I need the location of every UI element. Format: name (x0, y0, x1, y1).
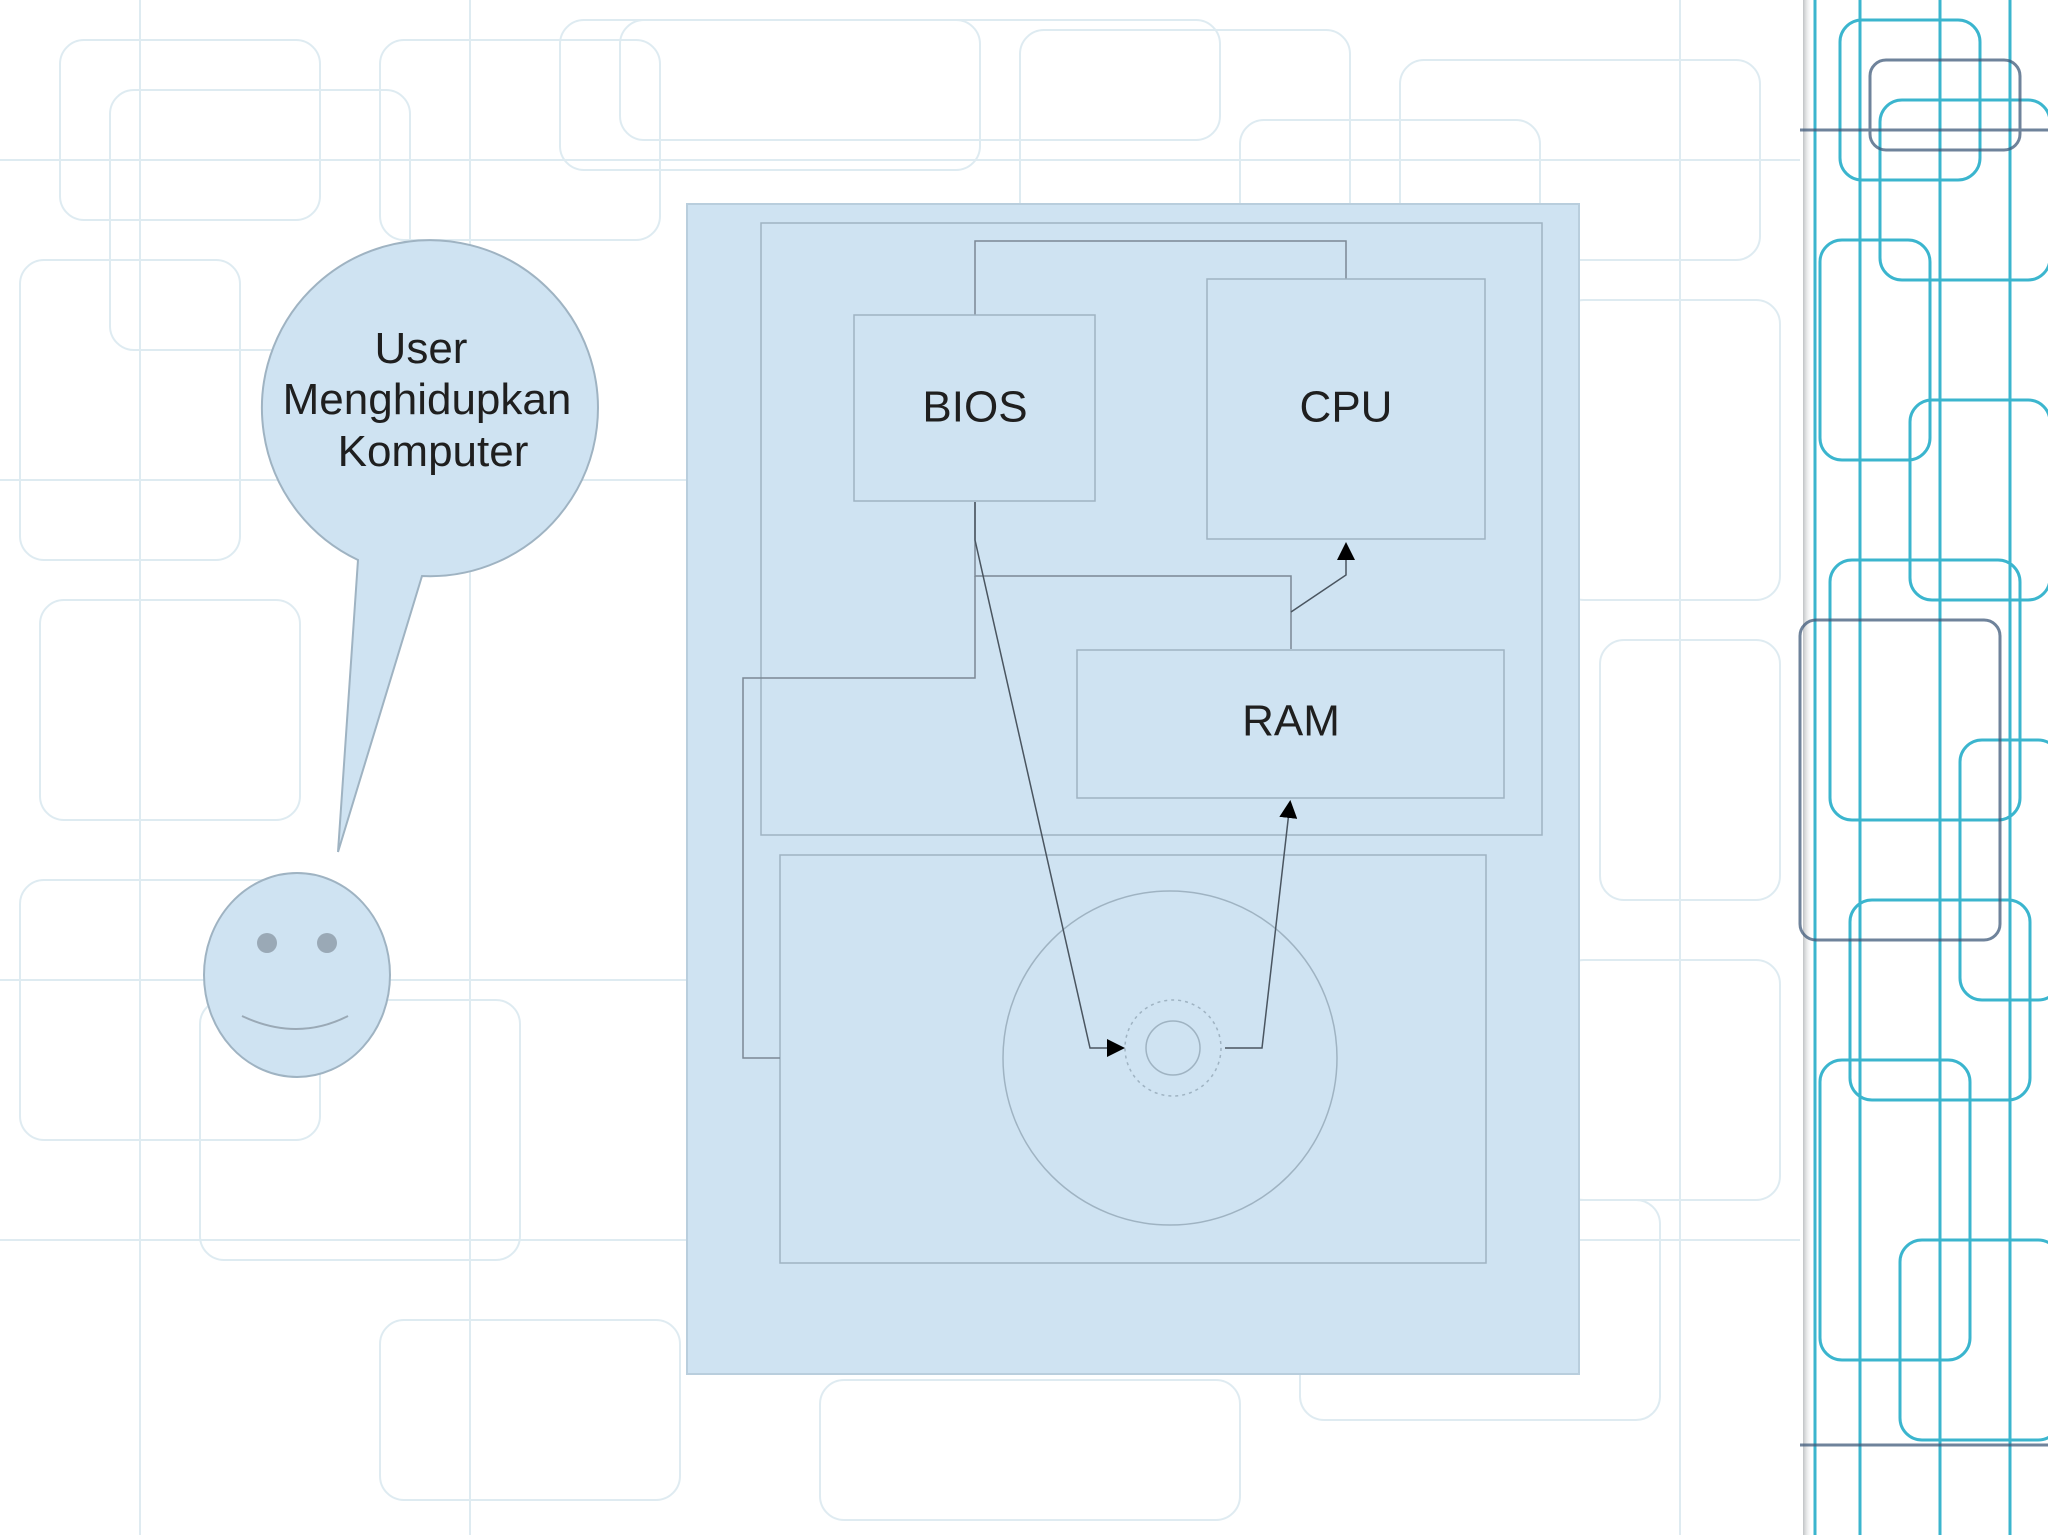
bios-label: BIOS (922, 383, 1027, 432)
motherboard-region (760, 222, 1543, 836)
ram-label: RAM (1242, 697, 1340, 746)
storage-drive-region (779, 854, 1487, 1264)
speech-bubble-line-2: Menghidupkan (283, 375, 572, 424)
cpu-label: CPU (1300, 383, 1393, 432)
bios-node: BIOS (853, 314, 1096, 502)
speech-bubble: User Menghidupkan Komputer (261, 239, 599, 853)
user-smiley-icon (203, 872, 391, 1078)
left-eye-icon (257, 933, 277, 953)
speech-bubble-line-1: User (375, 324, 468, 373)
arrow-bios-to-disk (974, 502, 1125, 1057)
data-flow-arrows (974, 502, 1355, 1057)
right-eye-icon (317, 933, 337, 953)
ram-node: RAM (1076, 649, 1505, 799)
arrow-disk-to-ram (1225, 800, 1298, 1049)
decorative-circuit-border (1798, 0, 2048, 1535)
smile-icon (241, 1015, 349, 1030)
speech-bubble-line-3: Komputer (338, 427, 529, 476)
disk-icon (1002, 890, 1338, 1226)
arrow-ram-to-cpu (1290, 542, 1355, 613)
cpu-node: CPU (1206, 278, 1486, 540)
